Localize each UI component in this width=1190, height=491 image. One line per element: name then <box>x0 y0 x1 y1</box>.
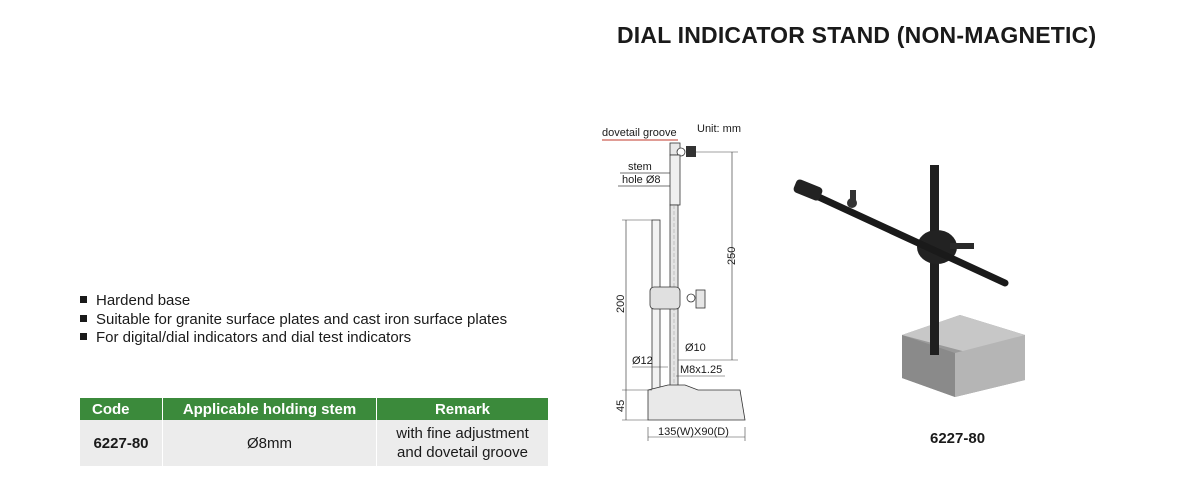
page-title: DIAL INDICATOR STAND (NON-MAGNETIC) <box>617 22 1097 48</box>
table-row: 6227-80 Ø8mm with fine adjustment and do… <box>80 420 548 466</box>
spec-table: Code Applicable holding stem Remark 6227… <box>80 398 548 466</box>
stand-product-photo <box>793 165 1025 397</box>
remark-line-2: and dovetail groove <box>397 444 528 461</box>
square-bullet-icon <box>80 296 87 303</box>
hole-label: hole Ø8 <box>622 174 661 186</box>
stem-label: stem <box>628 161 652 173</box>
thread-label: M8x1.25 <box>680 364 722 376</box>
square-bullet-icon <box>80 314 87 322</box>
square-bullet-icon <box>80 333 87 340</box>
dim-d12: Ø12 <box>632 355 653 367</box>
table-header-row: Code Applicable holding stem Remark <box>80 398 548 420</box>
header-remark: Remark <box>376 398 548 420</box>
feature-item: Suitable for granite surface plates and … <box>80 311 507 330</box>
dim-d10: Ø10 <box>685 342 706 354</box>
technical-drawing: Unit: mm dovetail groove stem hole Ø8 25… <box>602 123 746 441</box>
photo-caption: 6227-80 <box>930 430 986 447</box>
cell-stem: Ø8mm <box>162 420 377 466</box>
feature-text: Hardend base <box>96 292 191 309</box>
dim-200: 200 <box>615 295 627 313</box>
base-size-label: 135(W)X90(D) <box>658 426 729 438</box>
dovetail-label: dovetail groove <box>602 127 677 139</box>
remark-line-1: with fine adjustment <box>396 425 529 442</box>
feature-text: Suitable for granite surface plates and … <box>96 310 508 328</box>
header-code: Code <box>80 398 163 420</box>
feature-item: Hardend base <box>80 292 507 311</box>
feature-text: For digital/dial indicators and dial tes… <box>96 329 412 346</box>
feature-item: For digital/dial indicators and dial tes… <box>80 329 507 348</box>
dim-45: 45 <box>615 400 627 412</box>
unit-label: Unit: mm <box>697 123 741 135</box>
header-stem: Applicable holding stem <box>162 398 377 420</box>
cell-code: 6227-80 <box>80 420 163 466</box>
dim-250: 250 <box>726 247 738 265</box>
feature-list: Hardend base Suitable for granite surfac… <box>80 292 507 348</box>
cell-remark: with fine adjustment and dovetail groove <box>376 420 548 466</box>
